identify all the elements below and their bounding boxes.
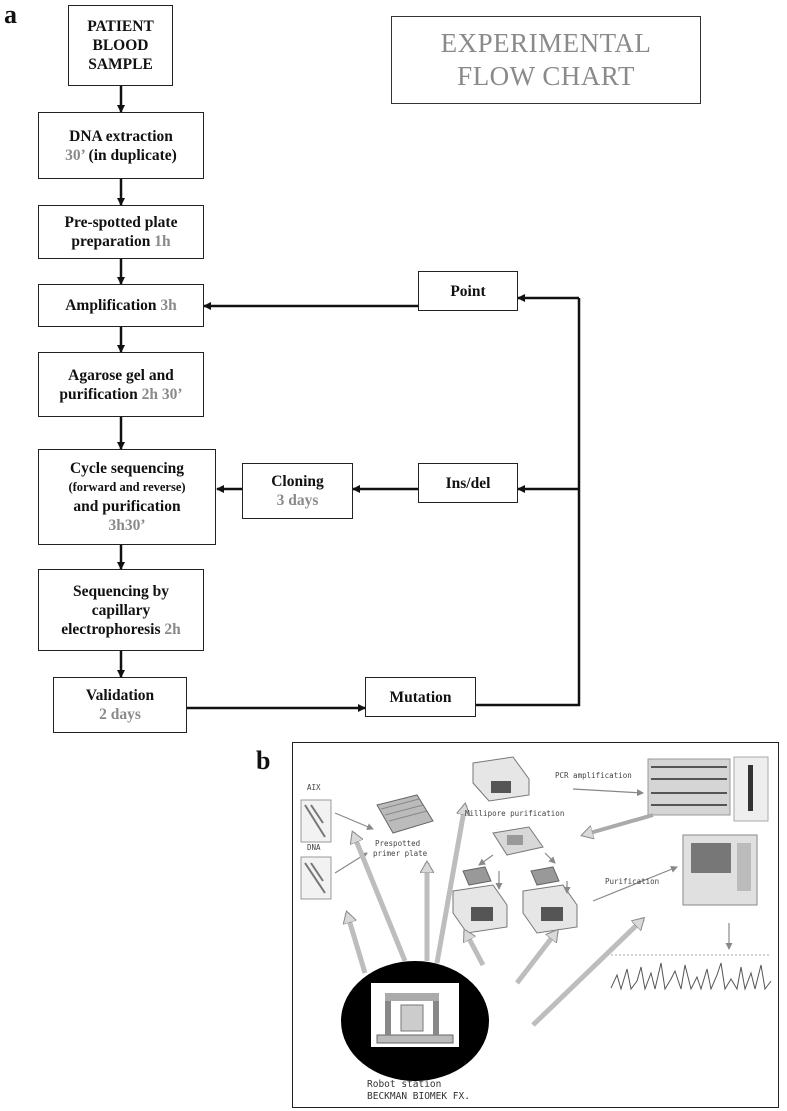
cycle-time: 3h30’ <box>108 517 146 534</box>
sequencing-line-3: electrophoresis <box>61 620 165 638</box>
prespotted-plate-icon <box>376 794 434 834</box>
sequencer-icon <box>682 834 758 906</box>
step-capillary-electrophoresis: Sequencing by capillary electrophoresis … <box>38 569 204 651</box>
robot-caption-line-2: BECKMAN BIOMEK FX. <box>367 1091 470 1102</box>
step-prespotted-plate: Pre-spotted plate preparation 1h <box>38 205 204 259</box>
plate-right-icon <box>530 866 560 886</box>
arrow-robot-to-right-cycler <box>515 931 559 985</box>
step-agarose-gel: Agarose gel and purification 2h 30’ <box>38 352 204 417</box>
arrow-robot-to-dna <box>347 913 368 974</box>
prespotted-line-2: preparation <box>71 233 155 250</box>
step-amplification: Amplification 3h <box>38 284 204 327</box>
cloning-time: 3 days <box>276 492 319 509</box>
label-pcr-amplification: PCR amplification <box>555 771 632 780</box>
arrow-robot-to-left-cycler <box>462 931 486 967</box>
gel-image-icon <box>647 756 769 822</box>
pcr-machine-icon <box>472 756 530 802</box>
amplification-time: 3h <box>160 297 177 314</box>
line-mutation-rail <box>476 298 581 707</box>
box-point: Point <box>418 271 518 311</box>
arrow-robot-to-pcr <box>434 805 465 964</box>
dna-time: 30’ <box>65 146 85 164</box>
agarose-line-1: Agarose gel and <box>68 366 174 384</box>
label-aix: AIX <box>307 783 321 792</box>
panel-b-drawing <box>300 756 772 1081</box>
dna-note: (in duplicate) <box>84 146 177 164</box>
label-prespotted: Prespotted <box>375 839 421 848</box>
step-patient-blood-sample: PATIENT BLOOD SAMPLE <box>68 5 173 86</box>
box-insdel: Ins/del <box>418 463 518 503</box>
step-cycle-sequencing: Cycle sequencing (forward and reverse) a… <box>38 449 216 545</box>
arrow-robot-to-purification <box>531 919 643 1027</box>
insdel-label: Ins/del <box>445 474 491 492</box>
amplification-label: Amplification <box>65 297 161 314</box>
label-primer-plate: primer plate <box>373 849 428 858</box>
arrow-cycler-to-sequencer <box>592 866 678 902</box>
title-line-2: FLOW CHART <box>457 61 635 91</box>
label-purification: Purification <box>605 877 660 886</box>
cycle-line-3: and purification <box>73 498 181 515</box>
dna-label: DNA extraction <box>69 127 173 145</box>
step-validation: Validation 2 days <box>53 677 187 733</box>
point-label: Point <box>450 282 486 300</box>
arrow-millipore-to-right-plate <box>544 852 556 864</box>
cycle-line-2: (forward and reverse) <box>68 480 186 494</box>
sequencing-line-1: Sequencing by <box>72 582 170 600</box>
step-dna-extraction: DNA extraction 30’ (in duplicate) <box>38 112 204 179</box>
panel-b-letter: b <box>256 746 271 775</box>
label-millipore: Millipore purification <box>465 809 565 818</box>
prespotted-time: 1h <box>154 233 171 250</box>
patient-line-2: BLOOD <box>92 37 149 54</box>
chromatogram-icon <box>610 954 772 991</box>
plate-left-icon <box>462 866 492 886</box>
arrow-robot-to-prespotted <box>353 833 408 962</box>
label-robot-station: Robot station BECKMAN BIOMEK FX. <box>367 1079 470 1103</box>
validation-label: Validation <box>85 687 155 704</box>
panel-b-illustration: AIX DNA Prespotted primer plate Millipor… <box>292 742 779 1108</box>
box-cloning: Cloning 3 days <box>242 463 353 519</box>
cloning-label: Cloning <box>271 473 324 490</box>
validation-time: 2 days <box>99 706 141 723</box>
title-line-1: EXPERIMENTAL <box>440 28 652 58</box>
cycle-line-1: Cycle sequencing <box>69 460 185 477</box>
label-dna: DNA <box>307 843 321 852</box>
thermocycler-right-icon <box>522 884 578 934</box>
dna-tube-icon <box>300 856 332 900</box>
arrow-gel-to-millipore <box>583 813 654 835</box>
robot-station-icon <box>371 983 459 1047</box>
mutation-label: Mutation <box>389 688 452 706</box>
patient-line-3: SAMPLE <box>88 56 153 73</box>
millipore-unit-icon <box>492 826 544 856</box>
patient-line-1: PATIENT <box>87 18 154 35</box>
agarose-line-2: purification <box>59 385 142 403</box>
robot-caption-line-1: Robot station <box>367 1079 442 1090</box>
arrow-millipore-to-left-plate <box>478 854 494 866</box>
sequencing-line-2: capillary <box>91 601 151 619</box>
box-mutation: Mutation <box>365 677 476 717</box>
aix-tube-icon <box>300 799 332 843</box>
prespotted-line-1: Pre-spotted plate <box>64 214 178 231</box>
thermocycler-left-icon <box>452 884 508 934</box>
arrow-pcr-to-gel <box>572 788 644 797</box>
panel-a-letter: a <box>4 0 17 29</box>
arrow-aix-to-plate <box>334 812 374 830</box>
agarose-time: 2h 30’ <box>141 385 183 403</box>
experimental-flow-chart-title: EXPERIMENTAL FLOW CHART <box>391 16 701 104</box>
sequencing-time: 2h <box>164 620 181 638</box>
